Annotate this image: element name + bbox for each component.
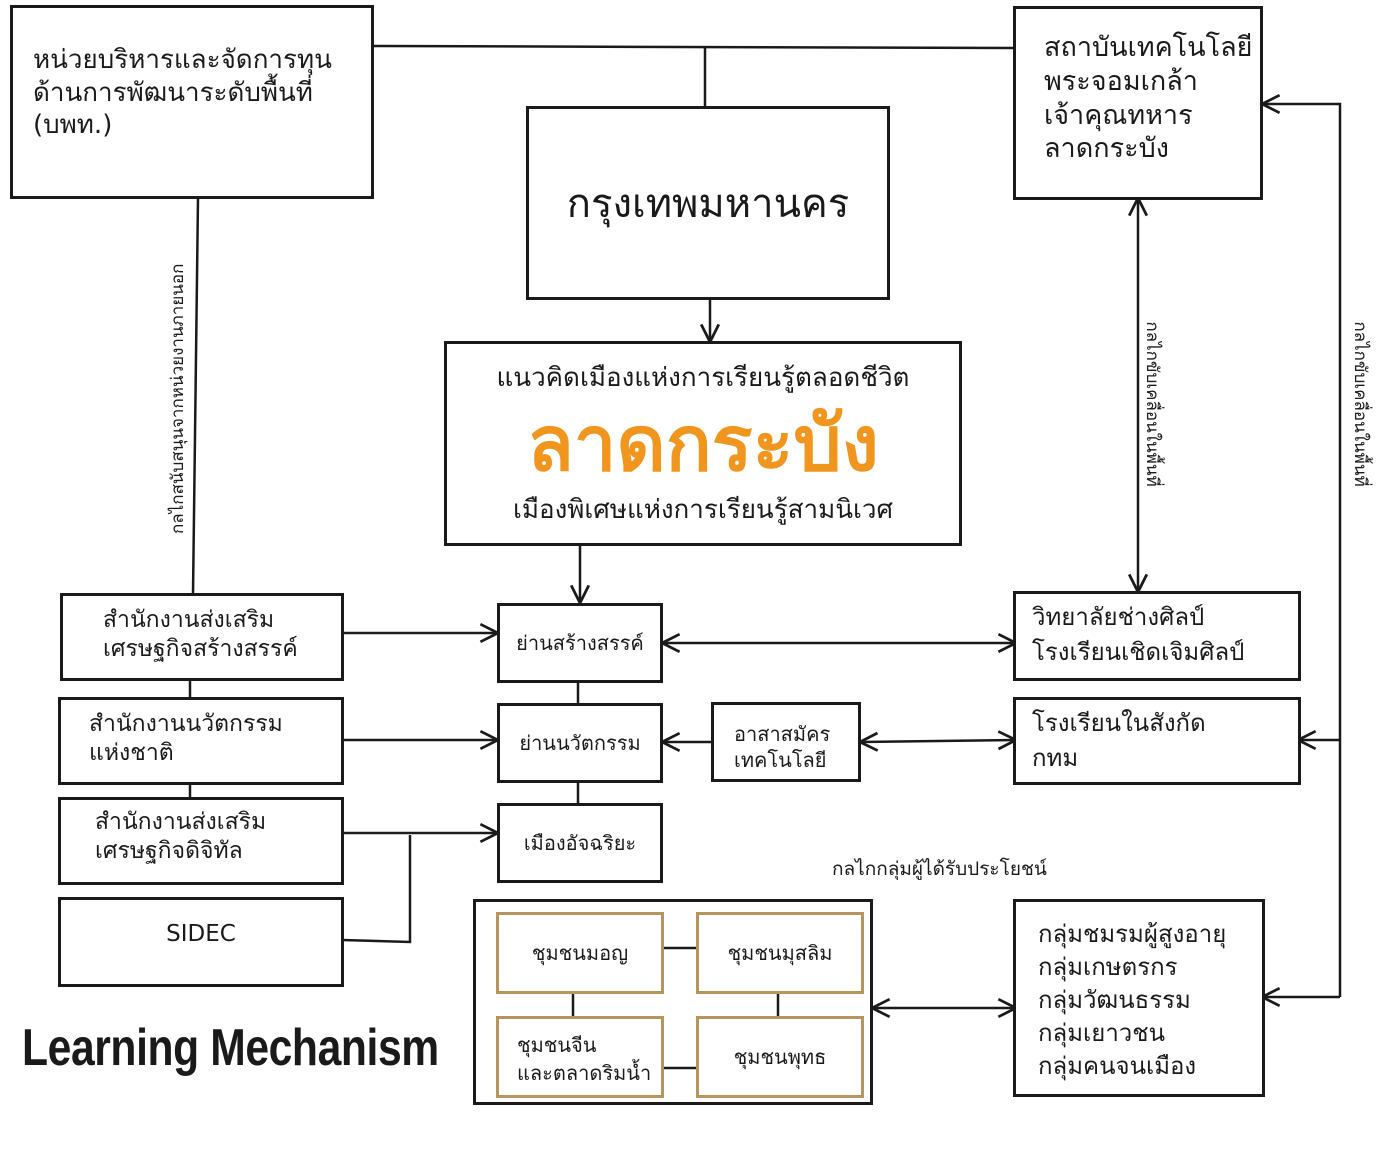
creative-district-box: ย่านสร้างสรรค์	[497, 603, 663, 683]
area-driver-label-1: กลไกขับเคลื่อนในพื้นที่	[1142, 321, 1162, 487]
concept-main-text: ลาดกระบัง	[527, 399, 879, 488]
community-chinese-box: ชุมชนจีน และตลาดริมน้ำ	[496, 1016, 664, 1098]
community-muslim-box: ชุมชนมุสลิม	[696, 912, 864, 994]
arrow-right-kmitl	[1262, 104, 1342, 997]
tech-volunteer-box: อาสาสมัคร เทคโนโลยี	[711, 702, 861, 782]
diagram-title: Learning Mechanism	[22, 1019, 439, 1077]
area-driver-label-2: กลไกขับเคลื่อนในพื้นที่	[1350, 321, 1370, 487]
concept-top-text: แนวคิดเมืองแห่งการเรียนรู้ตลอดชีวิต	[496, 363, 910, 393]
communities-box: ชุมชนมอญ ชุมชนมุสลิม ชุมชนจีน และตลาดริม…	[473, 899, 873, 1105]
beneficiary-groups-box: กลุ่มชมรมผู้สูงอายุ กลุ่มเกษตรกร กลุ่มวั…	[1013, 899, 1265, 1097]
line-bpt-cea	[191, 197, 200, 595]
line-sidec-smart	[341, 835, 412, 944]
kmitl-box: สถาบันเทคโนโลยี พระจอมเกล้า เจ้าคุณทหาร …	[1013, 6, 1263, 200]
sidec-box: SIDEC	[58, 897, 344, 987]
arrow-volunteer-schools	[860, 740, 1016, 742]
innovation-district-box: ย่านนวัตกรรม	[497, 703, 663, 783]
depa-box: สำนักงานส่งเสริม เศรษฐกิจดิจิทัล	[58, 797, 344, 885]
concept-box: แนวคิดเมืองแห่งการเรียนรู้ตลอดชีวิต ลาดก…	[444, 341, 962, 546]
bkk-box: กรุงเทพมหานคร	[526, 106, 890, 300]
cea-box: สำนักงานส่งเสริม เศรษฐกิจสร้างสรรค์	[60, 593, 344, 681]
external-support-label: กลไกสนับสนุนจากหน่วยงานภายนอก	[168, 263, 188, 534]
community-mon-box: ชุมชนมอญ	[496, 912, 664, 994]
bma-schools-box: โรงเรียนในสังกัด กทม	[1013, 697, 1301, 785]
concept-bottom-text: เมืองพิเศษแห่งการเรียนรู้สามนิเวศ	[512, 495, 894, 525]
bpt-box: หน่วยบริหารและจัดการทุน ด้านการพัฒนาระดั…	[10, 5, 374, 199]
community-buddhist-box: ชุมชนพุทธ	[696, 1016, 864, 1098]
nia-box: สำนักงานนวัตกรรม แห่งชาติ	[58, 697, 344, 785]
line-bpt-kmitl	[371, 44, 1017, 50]
smart-city-box: เมืองอัจฉริยะ	[497, 803, 663, 883]
craft-college-box: วิทยาลัยช่างศิลป์ โรงเรียนเชิดเจิมศิลป์	[1013, 591, 1301, 681]
beneficiary-label: กลไกกลุ่มผู้ได้รับประโยชน์	[832, 858, 1047, 880]
